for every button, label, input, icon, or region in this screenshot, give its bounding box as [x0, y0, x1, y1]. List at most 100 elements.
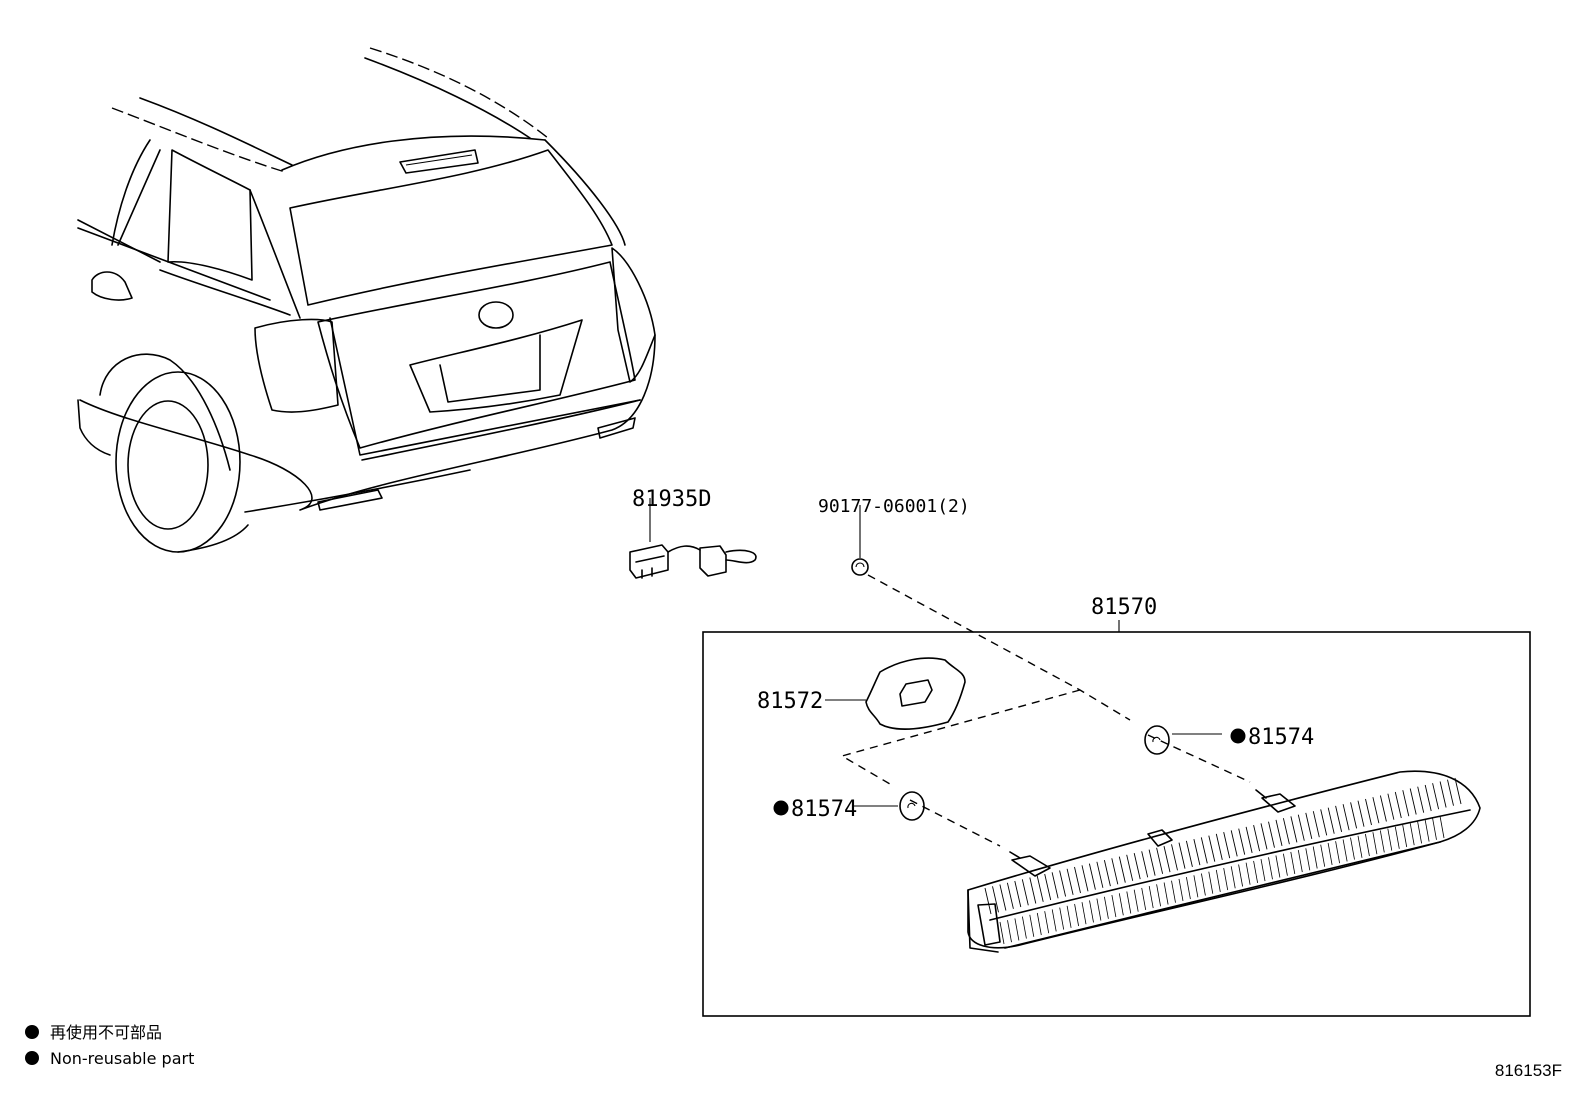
lens-hatch-line — [1118, 856, 1126, 883]
lens-hatch-line — [999, 884, 1007, 911]
lens-hatch-line — [1066, 868, 1074, 895]
lens-hatch-line — [1200, 837, 1208, 864]
lens-hatch-line — [1148, 886, 1154, 909]
part-81935D-wire-harness — [629, 498, 757, 579]
lens-hatch-line — [1327, 807, 1335, 834]
lens-hatch-line — [1178, 842, 1186, 869]
lens-hatch-line — [1379, 830, 1385, 853]
lens-hatch-line — [1312, 811, 1320, 838]
lens-hatch-line — [1104, 896, 1109, 919]
lens-hatch-line — [1059, 870, 1067, 897]
lens-hatch-line — [1193, 875, 1199, 898]
lens-hatch-line — [1439, 781, 1447, 808]
part-81574-washer-upper — [1144, 725, 1222, 755]
lens-hatch-line — [1290, 816, 1298, 843]
lens-hatch-line — [1096, 898, 1102, 921]
lens-hatch-line — [1051, 872, 1059, 899]
lens-hatch-line — [1283, 853, 1288, 876]
lens-hatch-line — [1387, 793, 1395, 820]
lens-hatch-line — [1327, 842, 1333, 865]
lens-hatch-line — [1394, 826, 1400, 849]
lens-hatch-line — [1290, 851, 1296, 874]
lens-hatch-line — [1268, 821, 1275, 848]
lens-hatch-line — [1379, 795, 1387, 822]
lens-hatch-line — [1432, 817, 1437, 840]
lens-hatch-line — [1148, 849, 1156, 876]
part-90177-nut — [851, 505, 869, 576]
label-90177-06001: 90177-06001(2) — [818, 496, 970, 517]
lens-hatch-line — [1186, 877, 1191, 900]
lens-hatch-line — [1223, 868, 1229, 891]
lens-hatch-line — [1118, 893, 1124, 916]
lens-hatch-line — [1350, 802, 1358, 829]
lens-hatch-line — [1223, 831, 1231, 859]
lens-hatch-line — [1282, 818, 1290, 845]
lens-hatch-line — [1260, 823, 1268, 850]
lens-hatch-line — [1253, 860, 1258, 883]
lens-hatch-line — [1014, 918, 1020, 941]
lens-hatch-line — [1342, 839, 1348, 862]
lamp-lens-hatching — [984, 777, 1462, 945]
vehicle-rear-illustration — [77, 47, 656, 553]
lens-hatch-line — [1029, 877, 1037, 904]
lens-hatch-line — [1215, 833, 1223, 861]
lens-hatch-line — [1372, 797, 1380, 824]
lens-hatch-line — [1081, 902, 1087, 925]
lens-hatch-line — [1454, 777, 1462, 805]
lens-hatch-line — [1133, 889, 1139, 912]
lens-hatch-line — [1171, 844, 1178, 871]
lens-hatch-line — [1059, 907, 1065, 930]
non-reusable-marker-upper — [1230, 728, 1246, 744]
lens-hatch-line — [1051, 909, 1057, 932]
lens-hatch-line — [1022, 916, 1027, 939]
lens-hatch-line — [1021, 879, 1029, 906]
lens-hatch-line — [1238, 864, 1243, 887]
lens-hatch-line — [1342, 804, 1350, 831]
lens-hatch-line — [1036, 875, 1044, 902]
lens-hatch-line — [1178, 878, 1184, 901]
lens-hatch-line — [1044, 911, 1050, 934]
lens-hatch-line — [999, 921, 1005, 945]
lens-hatch-line — [1074, 903, 1079, 927]
lens-hatch-line — [1156, 884, 1161, 907]
legend: 再使用不可部品 Non-reusable part — [25, 1023, 194, 1068]
lens-hatch-line — [1372, 832, 1378, 855]
assembly-box-81570 — [702, 631, 1531, 1017]
non-reusable-marker-lower — [773, 800, 789, 816]
lens-hatch-line — [1245, 826, 1253, 854]
lens-hatch-line — [1163, 845, 1171, 873]
lens-hatch-line — [1208, 835, 1216, 862]
lens-hatch-line — [1014, 880, 1022, 908]
part-81572-gasket — [825, 657, 966, 730]
legend-text-en: Non-reusable part — [50, 1049, 194, 1068]
lens-hatch-line — [1088, 863, 1096, 890]
lens-hatch-line — [1260, 859, 1266, 882]
lens-hatch-line — [1029, 914, 1035, 937]
lens-hatch-line — [1424, 819, 1430, 842]
lens-hatch-line — [1447, 779, 1454, 806]
lens-hatch-line — [1312, 846, 1318, 869]
lens-hatch-line — [1320, 809, 1328, 836]
lens-hatch-line — [1268, 857, 1273, 880]
lens-hatch-line — [1215, 869, 1221, 892]
lens-hatch-line — [1305, 812, 1313, 840]
label-81574-upper: 81574 — [1248, 725, 1314, 750]
catalog-number: 816153F — [1495, 1061, 1562, 1080]
label-81570: 81570 — [1091, 595, 1157, 620]
part-high-mount-stop-lamp — [967, 770, 1481, 953]
lens-hatch-line — [1305, 848, 1311, 871]
lens-hatch-line — [1357, 800, 1365, 827]
lens-hatch-line — [1402, 790, 1410, 817]
lens-hatch-line — [1133, 852, 1141, 880]
part-81574-washer-lower — [852, 791, 925, 821]
lens-hatch-line — [1096, 861, 1104, 888]
lens-hatch-line — [1074, 866, 1081, 894]
lens-hatch-line — [1275, 819, 1283, 847]
lens-hatch-line — [1126, 854, 1134, 881]
lens-hatch-line — [1230, 866, 1236, 889]
lens-hatch-line — [1357, 835, 1363, 858]
lens-hatch-line — [1089, 900, 1094, 923]
lens-hatch-line — [1335, 805, 1343, 833]
lens-hatch-line — [1417, 786, 1425, 813]
